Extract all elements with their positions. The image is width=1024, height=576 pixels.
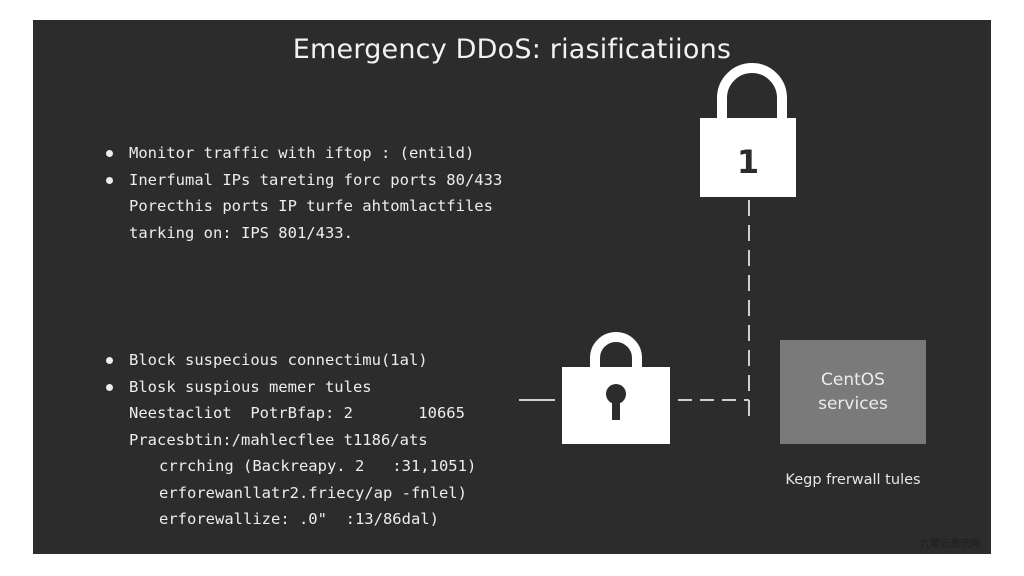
bullet-icon bbox=[106, 150, 113, 157]
list-item: Monitor traffic with iftop : (entild) bbox=[106, 140, 502, 167]
list-item-sub: erforewanllatr2.friecy/ap -fnlel) bbox=[159, 483, 467, 502]
bullet-icon bbox=[106, 357, 113, 364]
list-item: Blosk suspious memer tules bbox=[106, 374, 476, 401]
padlock-digit: 1 bbox=[737, 143, 759, 181]
padlock-open-icon: 1 bbox=[700, 63, 796, 197]
bullet-icon bbox=[106, 176, 113, 184]
list-item-continuation: Porecthis ports IP turfe ahtomlactfiles bbox=[129, 197, 493, 215]
slide-title: Emergency DDoS: riasificatiions bbox=[292, 34, 732, 65]
blocking-list: Block suspecious connectimu(1al) Blosk s… bbox=[106, 347, 477, 533]
list-item: Inerfumal IPs tareting forc ports 80/433 bbox=[106, 167, 502, 194]
list-item-sub: erforewallize: .0" :13/86dal) bbox=[159, 510, 439, 528]
list-item-continuation: Neestacliot PotrBfap: 2 10665 bbox=[129, 404, 465, 422]
monitoring-list: Monitor traffic with iftop : (entild) In… bbox=[106, 140, 502, 246]
slide: Emergency DDoS: riasificatiions Monitor … bbox=[33, 20, 991, 554]
watermark: 九零云资讯网 bbox=[920, 539, 980, 550]
bullet-icon bbox=[106, 383, 113, 391]
list-item: Block suspecious connectimu(1al) bbox=[106, 347, 476, 374]
firewall-diagram: 1 bbox=[519, 63, 796, 444]
firewall-caption: Kegp frerwall tules bbox=[785, 472, 921, 488]
list-item-sub: crrching (Backreapy. 2 :31,1051) bbox=[159, 457, 477, 475]
padlock-closed-icon bbox=[562, 332, 670, 444]
list-item-continuation: tarking on: IPS 801/433. bbox=[129, 223, 353, 242]
centos-services-box: CentOS services bbox=[780, 340, 926, 444]
list-item-continuation: Pracesbtin:/mahlecflee t1186/ats bbox=[129, 430, 428, 449]
